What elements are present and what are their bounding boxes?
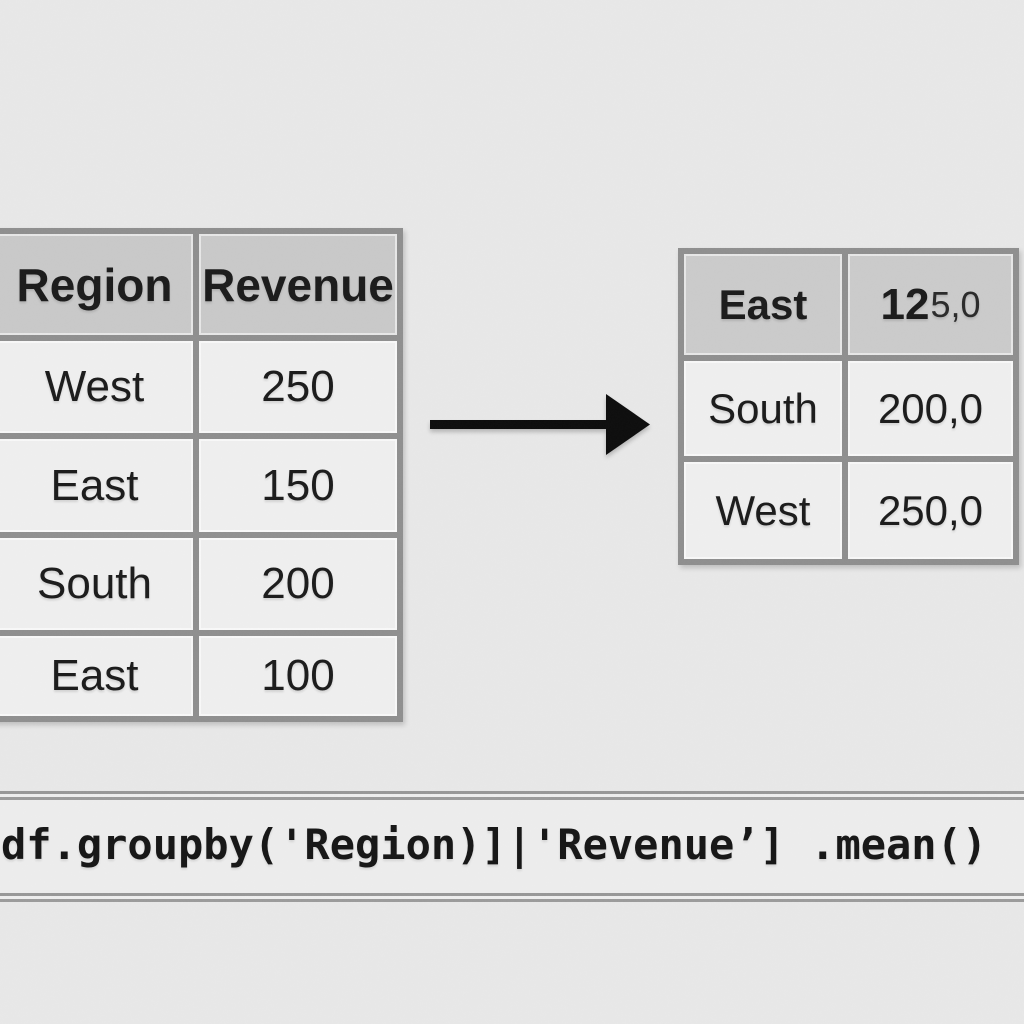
region-cell: West — [0, 341, 193, 433]
source-table-header-revenue: Revenue — [199, 234, 397, 335]
result-region-cell: West — [684, 462, 842, 559]
code-caption: df.groupby('Region)]|'Revenue’] .mean() — [1, 820, 988, 869]
region-cell: East — [0, 439, 193, 532]
result-header-value-bold: 12 — [880, 279, 930, 329]
right-arrow-icon — [420, 385, 660, 465]
revenue-cell: 100 — [199, 636, 397, 716]
result-header-region-cell: East — [684, 254, 842, 355]
arrow-head — [606, 394, 650, 455]
result-region-cell: South — [684, 361, 842, 456]
arrow-shaft — [430, 420, 610, 429]
result-value-cell: 200,0 — [848, 361, 1013, 456]
result-header-value-small: 5,0 — [930, 283, 981, 325]
revenue-cell: 250 — [199, 341, 397, 433]
divider-rule-bottom — [0, 893, 1024, 902]
revenue-cell: 150 — [199, 439, 397, 532]
region-cell: South — [0, 538, 193, 630]
divider-rule-top — [0, 791, 1024, 800]
revenue-cell: 200 — [199, 538, 397, 630]
result-header-value-cell: 12 5,0 — [848, 254, 1013, 355]
result-table: East 12 5,0 South 200,0 West 250,0 — [678, 248, 1019, 565]
source-table: Region Revenue West 250 East 150 South 2… — [0, 228, 403, 722]
source-table-header-region: Region — [0, 234, 193, 335]
result-value-cell: 250,0 — [848, 462, 1013, 559]
region-cell: East — [0, 636, 193, 716]
